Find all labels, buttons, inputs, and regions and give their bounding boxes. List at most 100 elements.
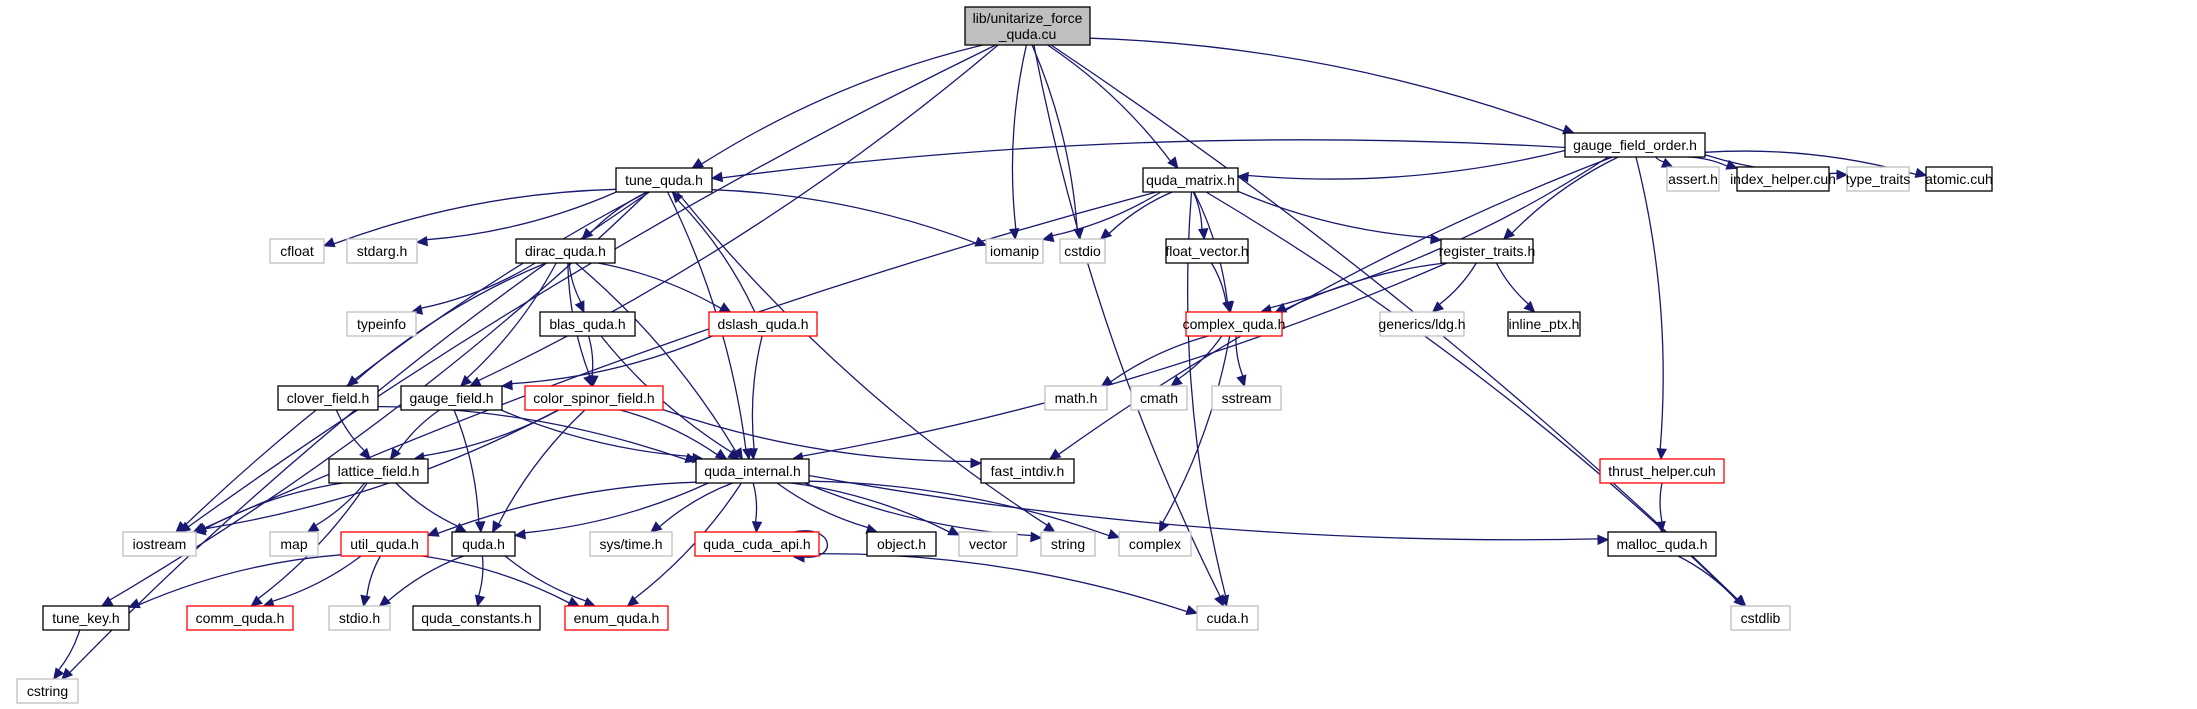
node-generics_ldg[interactable]: generics/ldg.h	[1378, 311, 1466, 337]
node-box	[346, 311, 417, 337]
node-box	[1666, 166, 1720, 192]
edge-float_vector-to-complex_quda	[1210, 262, 1233, 314]
edge-complex_quda-to-complex	[1158, 335, 1231, 534]
node-tune_quda[interactable]: tune_quda.h	[615, 167, 713, 193]
node-iostream[interactable]: iostream	[122, 531, 197, 557]
node-quda_cuda_api[interactable]: quda_cuda_api.h	[694, 531, 820, 557]
node-label: quda_internal.h	[704, 463, 801, 479]
node-map[interactable]: map	[269, 531, 319, 557]
node-comm_quda[interactable]: comm_quda.h	[186, 605, 294, 631]
node-atomic[interactable]: atomic.cuh	[1925, 166, 1993, 192]
node-object[interactable]: object.h	[866, 531, 937, 557]
node-label: malloc_quda.h	[1616, 536, 1707, 552]
node-label: iostream	[133, 536, 187, 552]
node-box	[340, 531, 429, 557]
node-enum_quda[interactable]: enum_quda.h	[564, 605, 669, 631]
edge-dirac_quda-to-blas_quda	[568, 262, 585, 314]
node-cstdlib[interactable]: cstdlib	[1730, 605, 1791, 631]
node-box	[1040, 531, 1096, 557]
node-cmath[interactable]: cmath	[1130, 385, 1188, 411]
node-lattice_field[interactable]: lattice_field.h	[328, 458, 429, 484]
node-string[interactable]: string	[1040, 531, 1096, 557]
edge-dirac_quda-to-dslash_quda	[597, 262, 732, 313]
node-box	[1118, 531, 1192, 557]
edge-root-to-gauge_field_order	[1089, 37, 1575, 135]
node-label: thrust_helper.cuh	[1608, 463, 1715, 479]
edge-quda_internal-to-malloc_quda	[808, 474, 1610, 546]
node-box	[708, 311, 818, 337]
node-complex[interactable]: complex	[1118, 531, 1192, 557]
node-cuda_h[interactable]: cuda.h	[1196, 605, 1259, 631]
node-typeinfo[interactable]: typeinfo	[346, 311, 417, 337]
node-box	[42, 605, 130, 631]
node-index_helper[interactable]: index_helper.cuh	[1730, 166, 1836, 192]
node-quda_internal[interactable]: quda_internal.h	[695, 458, 810, 484]
node-label: object.h	[877, 536, 926, 552]
node-label: lattice_field.h	[338, 463, 420, 479]
node-cfloat[interactable]: cfloat	[269, 238, 325, 264]
node-label: tune_quda.h	[625, 172, 703, 188]
node-box	[16, 678, 79, 704]
node-box	[1730, 605, 1791, 631]
node-gauge_field_order[interactable]: gauge_field_order.h	[1564, 132, 1706, 158]
node-quda_matrix[interactable]: quda_matrix.h	[1142, 167, 1239, 193]
node-register_traits[interactable]: register_traits.h	[1439, 238, 1535, 264]
node-malloc_quda[interactable]: malloc_quda.h	[1607, 531, 1717, 557]
node-box	[1736, 166, 1830, 192]
edge-dirac_quda-to-clover_field	[346, 262, 547, 387]
node-label: atomic.cuh	[1925, 171, 1993, 187]
node-type_traits[interactable]: type_traits	[1846, 166, 1911, 192]
edge-quda_h-to-stdio	[378, 555, 464, 607]
node-label: register_traits.h	[1439, 243, 1535, 259]
node-label: sys/time.h	[599, 536, 662, 552]
node-math_h[interactable]: math.h	[1044, 385, 1108, 411]
node-fast_intdiv[interactable]: fast_intdiv.h	[980, 458, 1075, 484]
edge-root-to-tune_quda	[691, 44, 983, 169]
node-vector[interactable]: vector	[958, 531, 1018, 557]
node-cstring[interactable]: cstring	[16, 678, 79, 704]
node-sys_time[interactable]: sys/time.h	[589, 531, 673, 557]
node-box	[328, 458, 429, 484]
node-gauge_field[interactable]: gauge_field.h	[400, 385, 503, 411]
node-box	[866, 531, 937, 557]
node-color_spinor_field[interactable]: color_spinor_field.h	[524, 385, 664, 411]
edge-gauge_field_order-to-register_traits	[1502, 156, 1619, 240]
edge-util_quda-to-tune_key	[127, 554, 342, 609]
edge-root-to-iomanip	[1008, 44, 1028, 241]
edge-thrust_helper-to-malloc_quda	[1655, 482, 1666, 534]
nodes-layer: lib/unitarize_force_quda.cu gauge_field_o…	[16, 6, 1993, 704]
node-root[interactable]: lib/unitarize_force_quda.cu	[964, 6, 1091, 46]
edge-dirac_quda-to-gauge_field	[459, 262, 557, 387]
node-util_quda[interactable]: util_quda.h	[340, 531, 429, 557]
edge-quda_internal-to-quda_h	[513, 482, 709, 540]
node-blas_quda[interactable]: blas_quda.h	[539, 311, 636, 337]
node-inline_ptx[interactable]: inline_ptx.h	[1507, 311, 1581, 337]
node-label: sstream	[1222, 390, 1272, 406]
edge-quda_matrix-to-iomanip	[1041, 191, 1162, 243]
node-stdio[interactable]: stdio.h	[328, 605, 391, 631]
node-thrust_helper[interactable]: thrust_helper.cuh	[1599, 458, 1725, 484]
node-label: assert.h	[1668, 171, 1718, 187]
node-tune_key[interactable]: tune_key.h	[42, 605, 130, 631]
node-dirac_quda[interactable]: dirac_quda.h	[515, 238, 616, 264]
node-complex_quda[interactable]: complex_quda.h	[1183, 311, 1286, 337]
node-box	[451, 531, 516, 557]
node-assert[interactable]: assert.h	[1666, 166, 1720, 192]
node-cstdio[interactable]: cstdio	[1059, 238, 1106, 264]
node-box	[269, 238, 325, 264]
node-sstream[interactable]: sstream	[1211, 385, 1282, 411]
node-float_vector[interactable]: float_vector.h	[1165, 238, 1249, 264]
node-label: gauge_field_order.h	[1573, 137, 1697, 153]
node-quda_h[interactable]: quda.h	[451, 531, 516, 557]
node-iomanip[interactable]: iomanip	[985, 238, 1044, 264]
node-clover_field[interactable]: clover_field.h	[277, 385, 379, 411]
node-label: lib/unitarize_force	[973, 10, 1083, 26]
node-label: complex_quda.h	[1183, 316, 1286, 332]
node-dslash_quda[interactable]: dslash_quda.h	[708, 311, 818, 337]
edge-dslash_quda-to-gauge_field	[500, 335, 713, 391]
node-quda_constants[interactable]: quda_constants.h	[412, 605, 541, 631]
edge-tune_key-to-cstring	[53, 629, 81, 680]
node-stdarg[interactable]: stdarg.h	[346, 238, 418, 264]
edge-gauge_field_order-to-complex_quda	[1259, 156, 1609, 315]
